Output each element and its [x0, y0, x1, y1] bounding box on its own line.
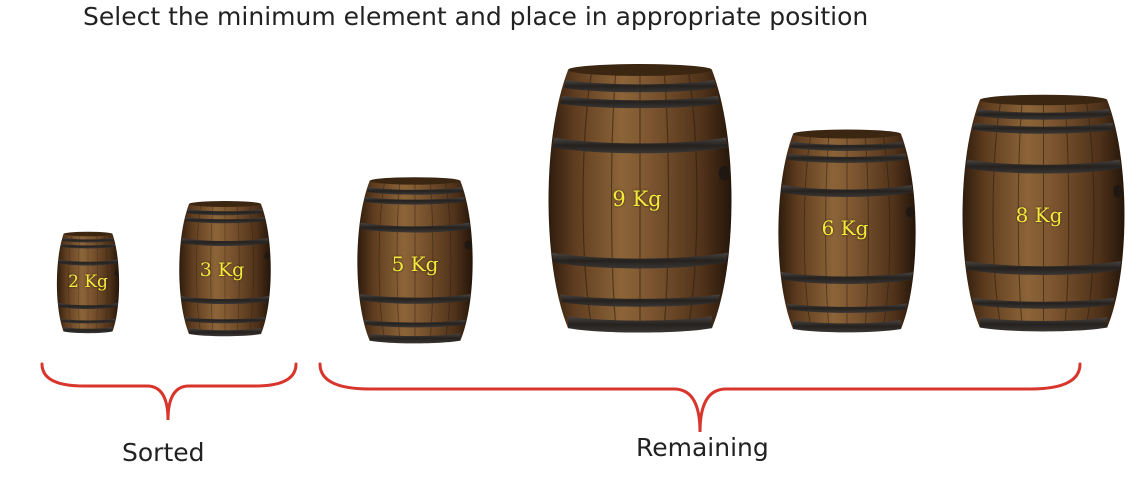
sorted-label: Sorted: [122, 438, 205, 467]
barrel-6kg[interactable]: 6 Kg: [772, 128, 922, 338]
remaining-label: Remaining: [636, 433, 769, 462]
barrel-5kg[interactable]: 5 Kg: [352, 176, 478, 348]
barrel-weight-label: 6 Kg: [821, 216, 869, 240]
barrel-9kg[interactable]: 9 Kg: [540, 62, 740, 340]
barrel-weight-label: 8 Kg: [1015, 203, 1063, 227]
barrel-weight-label: 3 Kg: [199, 259, 245, 281]
barrel-3kg[interactable]: 3 Kg: [175, 200, 275, 340]
barrel-weight-label: 2 Kg: [68, 272, 108, 292]
page-title: Select the minimum element and place in …: [83, 2, 869, 31]
barrel-weight-label: 5 Kg: [391, 252, 439, 276]
barrel-8kg[interactable]: 8 Kg: [955, 93, 1132, 338]
barrel-2kg[interactable]: 2 Kg: [54, 231, 122, 336]
barrel-weight-label: 9 Kg: [612, 187, 662, 211]
